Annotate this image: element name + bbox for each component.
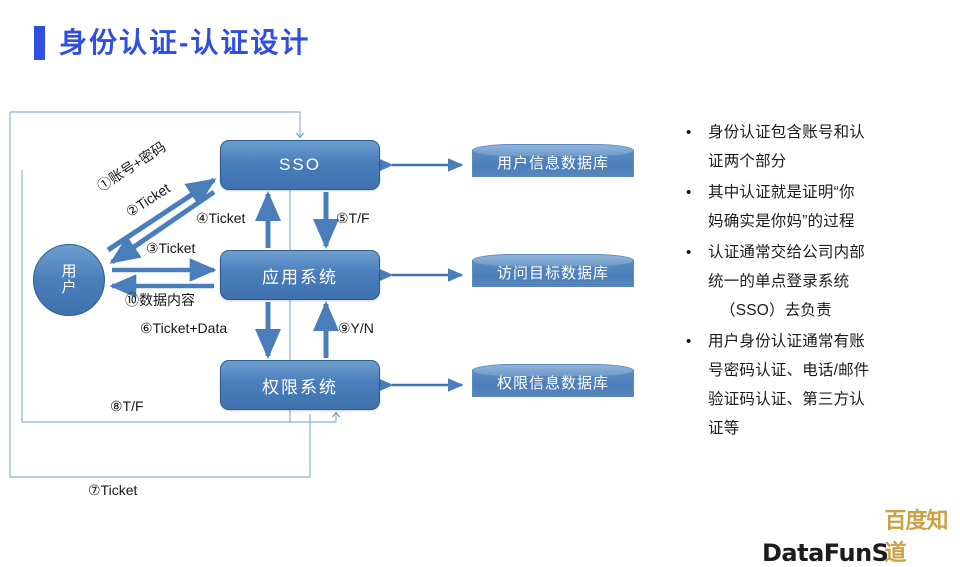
list-item-text: 认证通常交给公司内部 统一的单点登录系统 （SSO）去负责 xyxy=(708,238,946,325)
node-auth-system-label: 权限系统 xyxy=(262,377,338,397)
footer-branding: DataFunS 百度知道 xyxy=(762,503,960,567)
node-app-system[interactable]: 应用系统 xyxy=(220,250,380,300)
list-item-line: 其中认证就是证明“你 xyxy=(708,184,855,201)
database-user-info-label: 用户信息数据库 xyxy=(496,154,609,172)
bullet-dot-icon: • xyxy=(686,184,692,201)
flow-label-step10: ⑩数据内容 xyxy=(125,292,195,308)
node-sso[interactable]: SSO xyxy=(220,140,380,190)
database-permission-info-label: 权限信息数据库 xyxy=(496,374,609,392)
bullet-list: • 身份认证包含账号和认 证两个部分 • 其中认证就是证明“你 妈确实是你妈”的… xyxy=(686,118,946,445)
flow-label-step7: ⑦Ticket xyxy=(88,482,138,498)
authentication-flow-diagram: SSO 应用系统 权限系统 用 户 用户信息数据库 访问目标数据库 xyxy=(0,92,680,522)
node-auth-system[interactable]: 权限系统 xyxy=(220,360,380,410)
brand-logo-text: DataFunS xyxy=(762,539,889,567)
list-item-line: 认证通常交给公司内部 xyxy=(708,244,866,261)
list-item-line: 统一的单点登录系统 xyxy=(708,273,850,290)
list-item-line: （SSO）去负责 xyxy=(720,302,832,319)
arrow-step2 xyxy=(109,189,216,265)
database-access-target-label: 访问目标数据库 xyxy=(496,264,609,282)
flow-label-step6: ⑥Ticket+Data xyxy=(140,320,228,336)
node-user-label-line1: 用 xyxy=(61,263,77,281)
node-sso-label: SSO xyxy=(279,155,321,174)
title-label: 身份认证-认证设计 xyxy=(59,27,311,58)
flow-label-step3: ③Ticket xyxy=(146,240,196,256)
cylinder-top xyxy=(472,144,634,157)
routing-loop-outer xyxy=(9,111,311,478)
cylinder-top xyxy=(472,364,634,377)
node-user-label-line2: 户 xyxy=(61,279,77,296)
title-accent-bar xyxy=(34,26,45,60)
list-item: • 其中认证就是证明“你 妈确实是你妈”的过程 xyxy=(686,178,946,236)
node-app-system-label: 应用系统 xyxy=(262,267,338,287)
flow-label-step8: ⑧T/F xyxy=(110,398,144,414)
list-item-line: 证两个部分 xyxy=(708,153,787,170)
list-item: • 用户身份认证通常有账 号密码认证、电话/邮件 验证码认证、第三方认 证等 xyxy=(686,327,946,443)
list-item-line: 身份认证包含账号和认 xyxy=(708,124,866,141)
watermark-text: 百度知道 xyxy=(884,508,948,565)
flow-label-step9: ⑨Y/N xyxy=(338,320,374,336)
cylinder-top xyxy=(472,254,634,267)
list-item-text: 其中认证就是证明“你 妈确实是你妈”的过程 xyxy=(708,178,946,236)
list-item-line: 验证码认证、第三方认 xyxy=(708,391,866,408)
list-item: • 身份认证包含账号和认 证两个部分 xyxy=(686,118,946,176)
database-user-info[interactable]: 用户信息数据库 xyxy=(472,144,634,182)
bullet-dot-icon: • xyxy=(686,124,692,141)
list-item: • 认证通常交给公司内部 统一的单点登录系统 （SSO）去负责 xyxy=(686,238,946,325)
slide-canvas: 身份认证-认证设计 xyxy=(0,26,949,567)
page-title: 身份认证-认证设计 xyxy=(34,26,310,60)
database-permission-info[interactable]: 权限信息数据库 xyxy=(472,364,634,402)
bullet-dot-icon: • xyxy=(686,333,692,350)
flow-label-step4: ④Ticket xyxy=(196,210,246,226)
database-access-target[interactable]: 访问目标数据库 xyxy=(472,254,634,292)
list-item-text: 身份认证包含账号和认 证两个部分 xyxy=(708,118,946,176)
list-item-line: 证等 xyxy=(708,420,740,437)
list-item-line: 用户身份认证通常有账 xyxy=(708,333,866,350)
list-item-text: 用户身份认证通常有账 号密码认证、电话/邮件 验证码认证、第三方认 证等 xyxy=(708,327,946,443)
flow-label-step5: ⑤T/F xyxy=(336,210,370,226)
diagram-connectors xyxy=(9,111,464,478)
list-item-line: 妈确实是你妈”的过程 xyxy=(708,213,855,230)
node-user[interactable]: 用 户 xyxy=(33,244,105,316)
bullet-dot-icon: • xyxy=(686,244,692,261)
list-item-line: 号密码认证、电话/邮件 xyxy=(708,362,870,379)
